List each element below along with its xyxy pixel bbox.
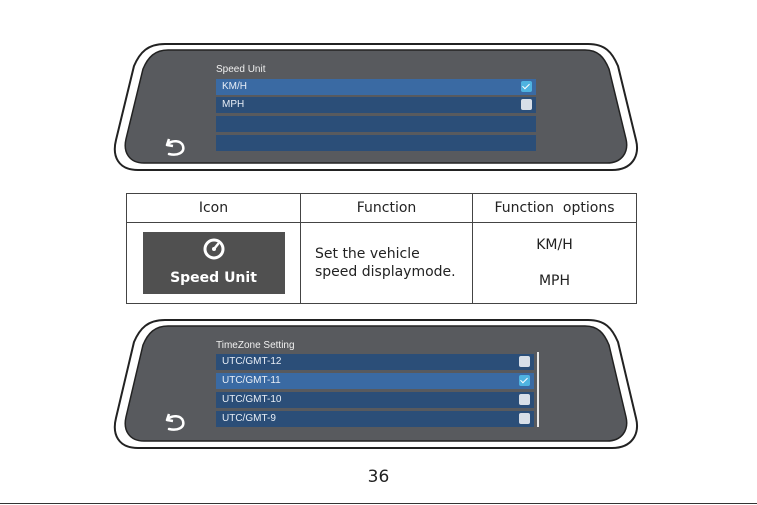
timezone-title: TimeZone Setting xyxy=(216,340,295,351)
table-header-options: Function options xyxy=(473,194,637,223)
page-number: 36 xyxy=(0,467,757,487)
timezone-option-label: UTC/GMT-12 xyxy=(222,356,281,367)
speed-option-mph[interactable]: MPH xyxy=(216,97,536,113)
checkbox-unchecked-icon[interactable] xyxy=(519,394,530,405)
back-arrow-icon[interactable] xyxy=(163,135,189,159)
empty-row xyxy=(216,135,536,151)
speed-option-label: MPH xyxy=(222,99,244,110)
speed-option-kmh[interactable]: KM/H xyxy=(216,79,536,95)
function-description: Set the vehicle speed displaymode. xyxy=(315,245,465,281)
timezone-option-label: UTC/GMT-10 xyxy=(222,394,281,405)
checkbox-checked-icon[interactable] xyxy=(521,81,532,92)
checkbox-unchecked-icon[interactable] xyxy=(519,356,530,367)
checkbox-checked-icon[interactable] xyxy=(519,375,530,386)
speed-unit-tile-label: Speed Unit xyxy=(143,270,285,286)
table-header-icon: Icon xyxy=(127,194,301,223)
table-cell-icon: Speed Unit xyxy=(127,223,301,304)
table-cell-function: Set the vehicle speed displaymode. xyxy=(301,223,473,304)
option-kmh: KM/H xyxy=(474,237,635,253)
timezone-option[interactable]: UTC/GMT-10 xyxy=(216,392,534,408)
checkbox-unchecked-icon[interactable] xyxy=(519,413,530,424)
speed-unit-tile: Speed Unit xyxy=(143,232,285,294)
speedometer-icon xyxy=(203,238,225,260)
timezone-option-selected[interactable]: UTC/GMT-11 xyxy=(216,373,534,389)
timezone-scrollbar[interactable] xyxy=(537,352,539,427)
checkbox-unchecked-icon[interactable] xyxy=(521,99,532,110)
option-mph: MPH xyxy=(474,273,635,289)
timezone-option[interactable]: UTC/GMT-12 xyxy=(216,354,534,370)
speed-unit-title: Speed Unit xyxy=(216,64,265,75)
timezone-option[interactable]: UTC/GMT-9 xyxy=(216,411,534,427)
empty-row xyxy=(216,116,536,132)
back-arrow-icon[interactable] xyxy=(163,410,189,434)
timezone-option-label: UTC/GMT-11 xyxy=(222,375,281,386)
footer-rule xyxy=(0,503,757,504)
speed-option-label: KM/H xyxy=(222,81,247,92)
table-header-function: Function xyxy=(301,194,473,223)
speed-unit-info-table: Icon Function Function options Speed Uni… xyxy=(126,193,637,304)
table-cell-options: KM/H MPH xyxy=(473,223,637,304)
timezone-option-label: UTC/GMT-9 xyxy=(222,413,276,424)
